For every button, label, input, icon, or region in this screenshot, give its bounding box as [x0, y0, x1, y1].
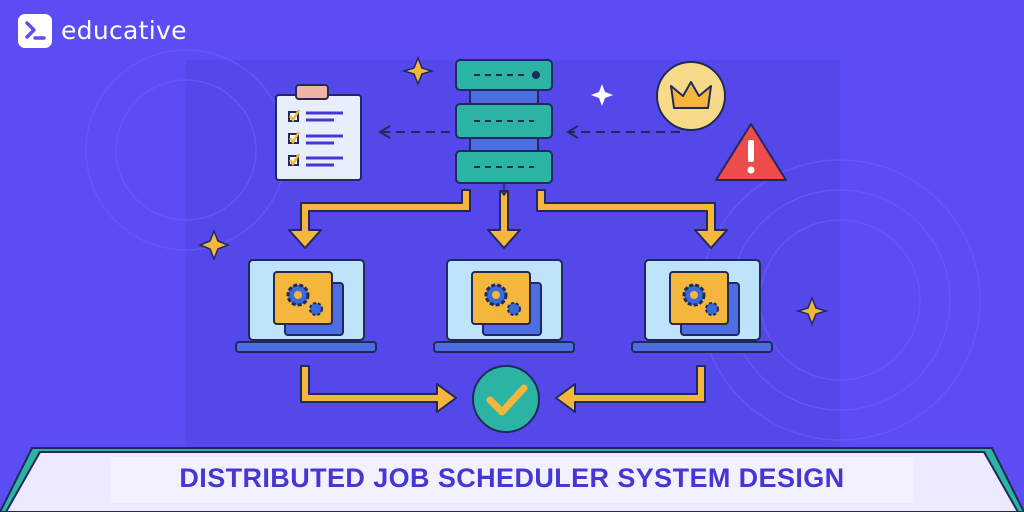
- checklist-clipboard-icon: [275, 84, 362, 181]
- worker-laptop-3: [631, 259, 773, 353]
- server-stack-icon: [455, 59, 553, 184]
- title-banner-frame: [0, 447, 1024, 512]
- gold-arrow: [288, 189, 728, 249]
- thin-arrow: [500, 184, 508, 197]
- brand: educative: [18, 14, 187, 48]
- brand-name: educative: [61, 16, 187, 45]
- warning-triangle-icon: [715, 123, 787, 181]
- gold-arrow: [300, 365, 706, 413]
- worker-laptop-1: [235, 259, 377, 353]
- success-check-icon: [472, 365, 540, 433]
- worker-laptop-2: [433, 259, 575, 353]
- sparkle-icon: [197, 55, 829, 327]
- crown-icon: [656, 61, 726, 131]
- dashed-arrow: [378, 125, 680, 139]
- terminal-prompt-icon: [18, 14, 52, 48]
- sparkle-icon: [591, 84, 613, 106]
- page-title: DISTRIBUTED JOB SCHEDULER SYSTEM DESIGN: [179, 462, 845, 493]
